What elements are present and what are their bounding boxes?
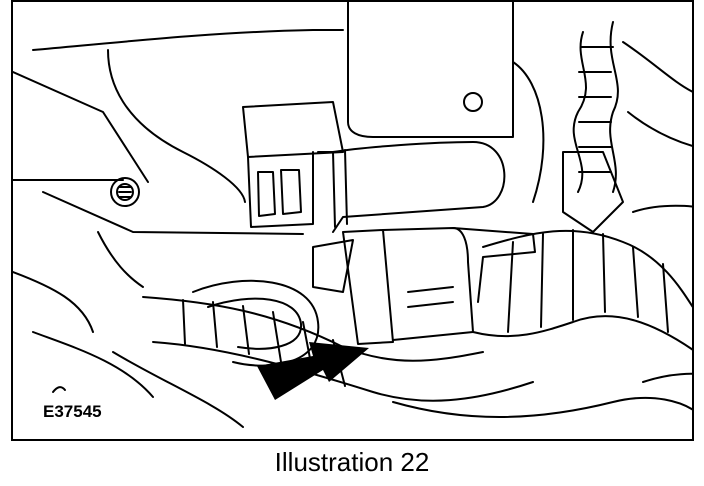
- figure-caption: Illustration 22: [274, 447, 430, 477]
- sensor-rib: [332, 149, 348, 228]
- module-side: [512, 61, 545, 203]
- small-hook: [52, 386, 66, 393]
- connector-detail: [407, 286, 454, 308]
- connector-line-drawing: [13, 2, 692, 428]
- body-curve-lower: [97, 231, 144, 288]
- harness-bottom-lower: [152, 341, 534, 402]
- reference-code: E37545: [43, 402, 102, 421]
- harness-far-right: [632, 204, 692, 383]
- body-panel-curve: [107, 49, 246, 203]
- connector-housing: [382, 227, 474, 341]
- harness-left-loop-inner: [207, 297, 303, 350]
- clamp: [562, 151, 624, 233]
- harness-lower-right-ridges: [507, 229, 669, 333]
- floor-contour-2: [32, 331, 154, 398]
- harness-lower-right-bottom: [472, 315, 692, 351]
- bolt-icon: [110, 177, 140, 207]
- module-housing: [347, 2, 514, 138]
- harness-right-outer: [622, 41, 692, 147]
- harness-lower-right-top: [482, 229, 692, 308]
- connector-body: [342, 229, 394, 345]
- body-edge-line: [13, 71, 149, 183]
- illustration-frame: E37545: [11, 0, 694, 441]
- harness-left-loop: [192, 279, 320, 367]
- sensor-block: [242, 101, 344, 158]
- connector-latch: [452, 227, 536, 303]
- sensor-front: [247, 151, 314, 228]
- pointer-arrow-icon: [257, 342, 369, 400]
- harness-right-upper: [572, 31, 588, 193]
- floor-contour-3: [112, 351, 244, 428]
- floor-contour: [13, 271, 94, 333]
- harness-right-upper-2: [609, 21, 619, 193]
- sensor-tabs: [257, 169, 302, 217]
- floor-contour-4: [392, 396, 692, 418]
- body-diagonal: [42, 191, 304, 235]
- harness-right-ridges: [578, 46, 614, 173]
- sensor-body: [317, 141, 506, 233]
- module-hole: [463, 92, 483, 112]
- body-panel-outline: [32, 29, 344, 51]
- harness-bottom-ridges: [182, 299, 346, 387]
- connector-plug: [312, 239, 354, 293]
